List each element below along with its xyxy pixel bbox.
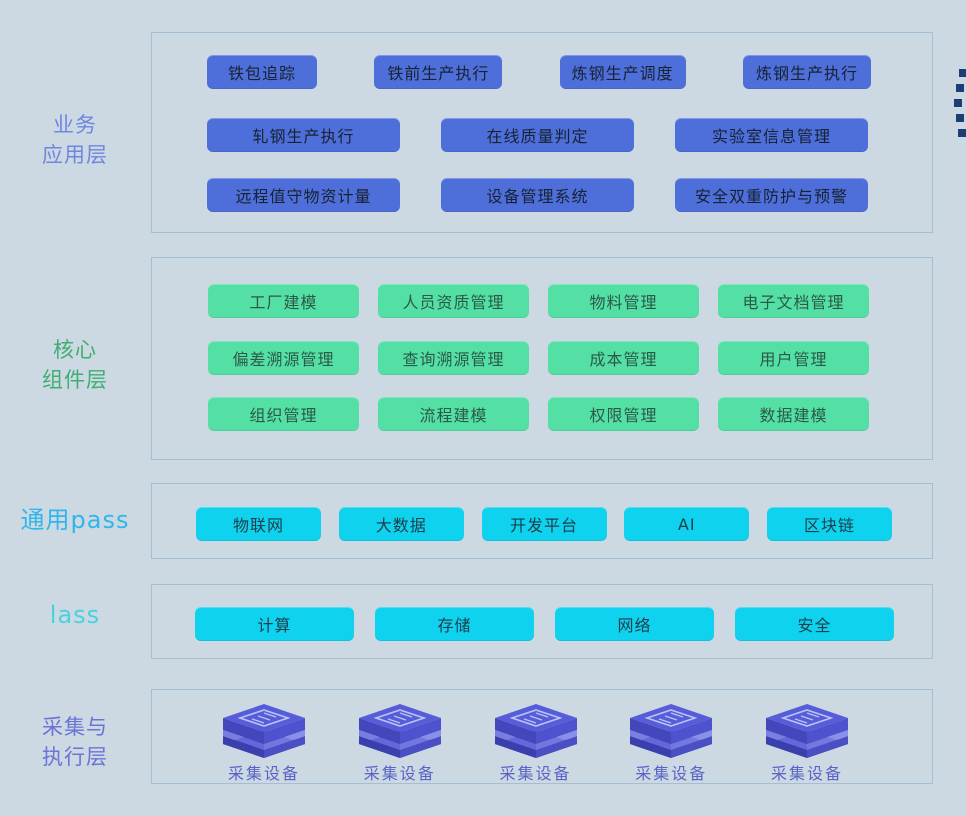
button-data-modeling[interactable]: 数据建模 bbox=[718, 397, 869, 431]
edge-dot-icon bbox=[958, 129, 966, 137]
device-layer-label-line1: 采集与 bbox=[42, 715, 108, 739]
business-layer-panel: 铁包追踪 铁前生产执行 炼钢生产调度 炼钢生产执行 轧钢生产执行 在线质量判定 … bbox=[151, 32, 933, 233]
button-process-modeling[interactable]: 流程建模 bbox=[378, 397, 529, 431]
iaas-row: 计算 存储 网络 安全 bbox=[195, 607, 894, 641]
iaas-layer-label: lass bbox=[49, 601, 101, 629]
business-layer-label-line1: 业务 bbox=[53, 113, 97, 137]
button-network[interactable]: 网络 bbox=[555, 607, 714, 641]
core-row-3: 组织管理 流程建模 权限管理 数据建模 bbox=[208, 397, 869, 431]
business-layer-label-line2: 应用层 bbox=[42, 143, 108, 168]
core-row-1: 工厂建模 人员资质管理 物料管理 电子文档管理 bbox=[208, 284, 869, 318]
edge-dot-icon bbox=[956, 84, 964, 92]
button-storage[interactable]: 存储 bbox=[375, 607, 534, 641]
button-steelmaking-scheduling[interactable]: 炼钢生产调度 bbox=[559, 55, 686, 89]
button-online-quality-judgement[interactable]: 在线质量判定 bbox=[441, 118, 634, 152]
button-material-management[interactable]: 物料管理 bbox=[548, 284, 699, 318]
collection-device-3[interactable]: 采集设备 bbox=[471, 700, 601, 784]
core-layer-panel: 工厂建模 人员资质管理 物料管理 电子文档管理 偏差溯源管理 查询溯源管理 成本… bbox=[151, 257, 933, 460]
device-layer-label-line2: 执行层 bbox=[42, 745, 108, 770]
business-layer-label: 业务 应用层 bbox=[0, 110, 150, 171]
core-row-2: 偏差溯源管理 查询溯源管理 成本管理 用户管理 bbox=[208, 341, 869, 375]
core-layer-label-line2: 组件层 bbox=[42, 368, 108, 393]
edge-dot-icon bbox=[956, 114, 964, 122]
device-layer-panel: 采集设备 采集设备 bbox=[151, 689, 933, 784]
button-factory-modeling[interactable]: 工厂建模 bbox=[208, 284, 359, 318]
button-personnel-qualification[interactable]: 人员资质管理 bbox=[378, 284, 529, 318]
device-label: 采集设备 bbox=[770, 764, 843, 783]
business-row-3: 远程值守物资计量 设备管理系统 安全双重防护与预警 bbox=[207, 178, 868, 212]
device-label: 采集设备 bbox=[635, 764, 708, 783]
button-big-data[interactable]: 大数据 bbox=[338, 507, 464, 541]
button-rolling-mes[interactable]: 轧钢生产执行 bbox=[207, 118, 400, 152]
button-ironmaking-mes[interactable]: 铁前生产执行 bbox=[374, 55, 503, 89]
core-layer-label: 核心 组件层 bbox=[0, 335, 150, 396]
paas-row: 物联网 大数据 开发平台 AI 区块链 bbox=[196, 507, 892, 541]
collection-device-2[interactable]: 采集设备 bbox=[335, 700, 465, 784]
button-steelmaking-mes[interactable]: 炼钢生产执行 bbox=[742, 55, 871, 89]
core-layer-label-line1: 核心 bbox=[53, 338, 97, 362]
edge-dot-icon bbox=[954, 99, 962, 107]
iaas-layer-panel: 计算 存储 网络 安全 bbox=[151, 584, 933, 659]
device-cube-icon bbox=[630, 704, 713, 758]
button-safety-dual-prevention[interactable]: 安全双重防护与预警 bbox=[675, 178, 868, 212]
button-query-tracing[interactable]: 查询溯源管理 bbox=[378, 341, 529, 375]
paas-layer-label: 通用pass bbox=[20, 506, 130, 534]
button-remote-material-metering[interactable]: 远程值守物资计量 bbox=[207, 178, 400, 212]
device-cube-icon bbox=[766, 704, 848, 758]
collection-device-5[interactable]: 采集设备 bbox=[742, 700, 872, 784]
button-organization-management[interactable]: 组织管理 bbox=[208, 397, 359, 431]
button-equipment-management[interactable]: 设备管理系统 bbox=[441, 178, 634, 212]
button-cost-management[interactable]: 成本管理 bbox=[548, 341, 699, 375]
edge-dot-icon bbox=[959, 69, 966, 77]
paas-layer-panel: 物联网 大数据 开发平台 AI 区块链 bbox=[151, 483, 933, 559]
button-ai[interactable]: AI bbox=[624, 507, 750, 541]
button-deviation-tracing[interactable]: 偏差溯源管理 bbox=[208, 341, 359, 375]
button-dev-platform[interactable]: 开发平台 bbox=[481, 507, 607, 541]
button-security[interactable]: 安全 bbox=[735, 607, 894, 641]
button-user-management[interactable]: 用户管理 bbox=[718, 341, 869, 375]
device-label: 采集设备 bbox=[363, 764, 436, 783]
device-label: 采集设备 bbox=[227, 764, 300, 783]
button-iot[interactable]: 物联网 bbox=[196, 507, 321, 541]
button-blockchain[interactable]: 区块链 bbox=[767, 507, 892, 541]
device-layer-label: 采集与 执行层 bbox=[0, 712, 150, 773]
button-permission-management[interactable]: 权限管理 bbox=[548, 397, 699, 431]
business-row-1: 铁包追踪 铁前生产执行 炼钢生产调度 炼钢生产执行 bbox=[207, 55, 871, 89]
device-cube-icon bbox=[494, 704, 577, 758]
device-label: 采集设备 bbox=[499, 764, 572, 783]
collection-device-1[interactable]: 采集设备 bbox=[199, 700, 329, 784]
device-cube-icon bbox=[223, 704, 305, 758]
collection-device-4[interactable]: 采集设备 bbox=[606, 700, 736, 784]
device-cube-icon bbox=[358, 704, 441, 758]
button-compute[interactable]: 计算 bbox=[195, 607, 354, 641]
button-ladle-tracking[interactable]: 铁包追踪 bbox=[207, 55, 317, 89]
button-edoc-management[interactable]: 电子文档管理 bbox=[718, 284, 869, 318]
button-lab-info-management[interactable]: 实验室信息管理 bbox=[675, 118, 868, 152]
device-row: 采集设备 采集设备 bbox=[199, 700, 872, 784]
business-row-2: 轧钢生产执行 在线质量判定 实验室信息管理 bbox=[207, 118, 868, 152]
